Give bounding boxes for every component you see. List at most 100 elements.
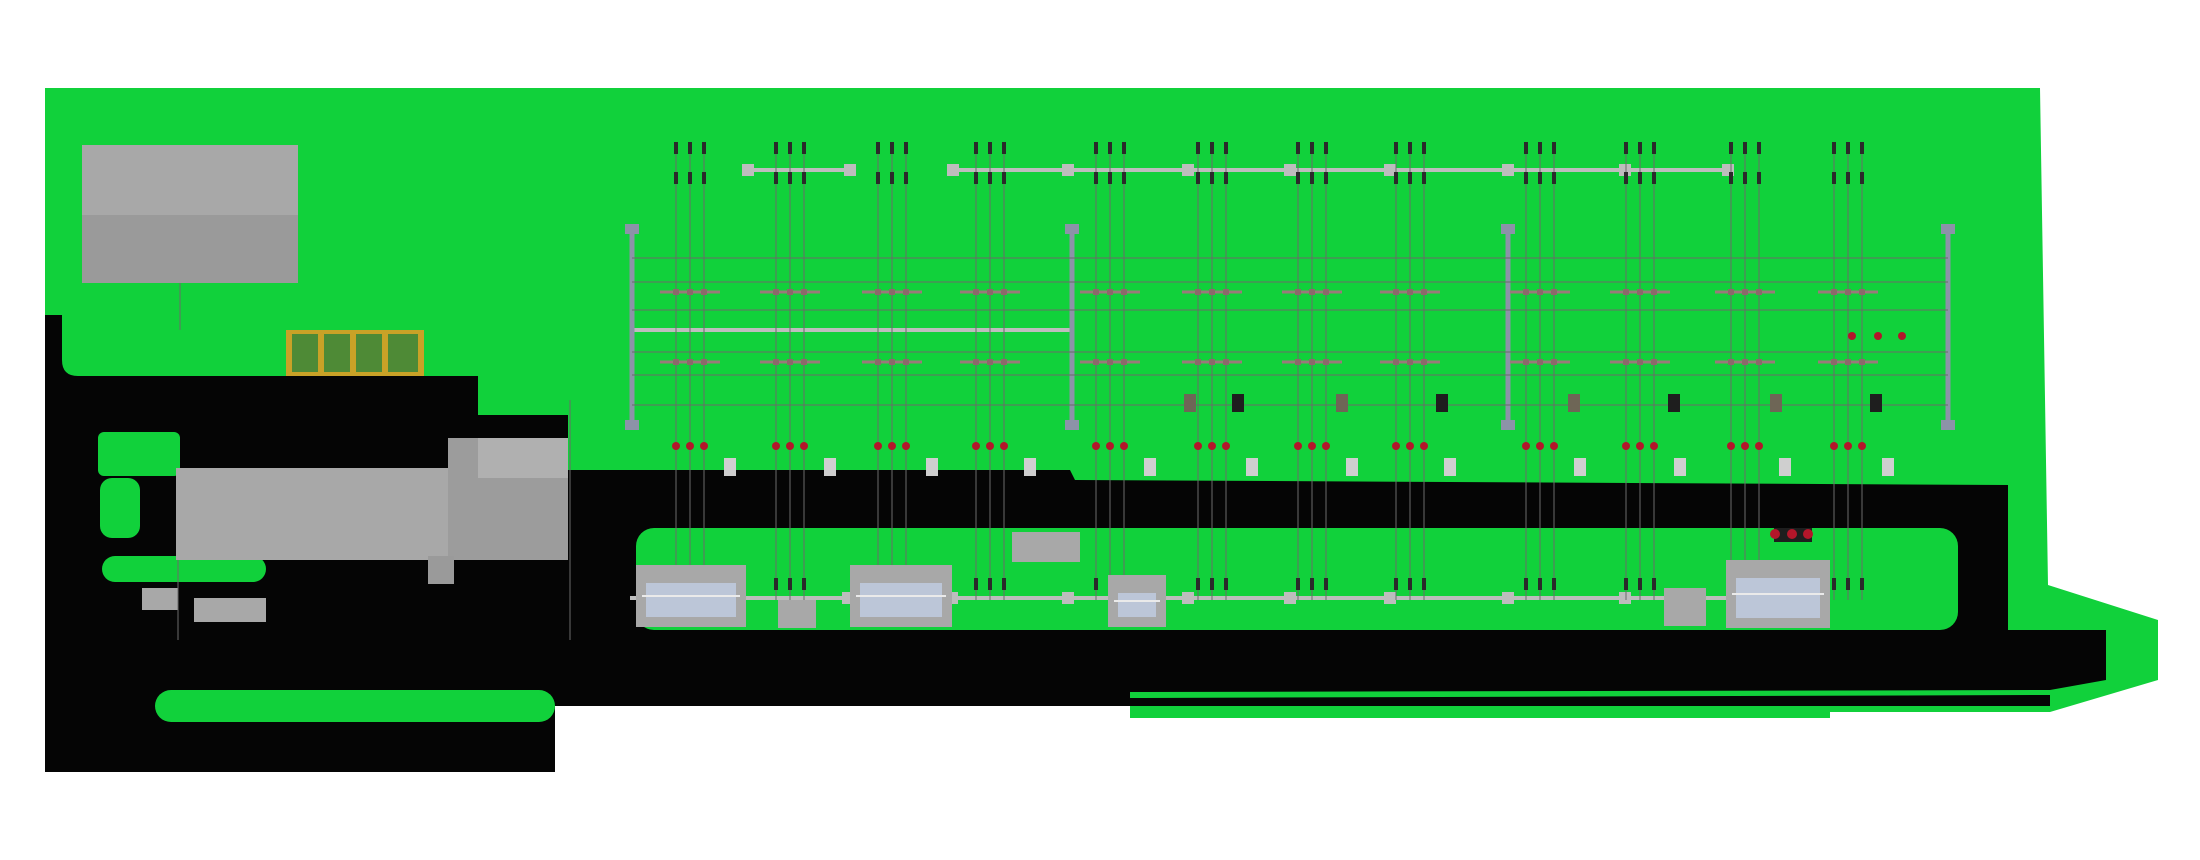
bay-0-switch-node-0-2 xyxy=(701,289,707,295)
bay-0-ins-1-1 xyxy=(688,172,692,184)
portal-cap-top-0 xyxy=(625,224,639,234)
bay-6-breaker-2 xyxy=(1322,442,1330,450)
bay-5-breaker-2 xyxy=(1222,442,1230,450)
upper-bus-post-5 xyxy=(1284,164,1296,176)
bay-4-switch-node-1-2 xyxy=(1121,359,1127,365)
bay-1-lower-ins-0 xyxy=(774,578,778,590)
bay-5-switch-node-1-1 xyxy=(1209,359,1215,365)
bay-1-ins-1-0 xyxy=(774,172,778,184)
bay-4-ins-1-2 xyxy=(1122,172,1126,184)
bay-8-ins-0-2 xyxy=(1552,142,1556,154)
kiosk-1 xyxy=(1232,394,1244,412)
bay-6-ins-1-1 xyxy=(1310,172,1314,184)
bay-10-ins-1-0 xyxy=(1729,172,1733,184)
bay-5-ins-1-1 xyxy=(1210,172,1214,184)
bay-7-breaker-1 xyxy=(1406,442,1414,450)
bay-11-ins-1-0 xyxy=(1832,172,1836,184)
bay-5-lower-ins-1 xyxy=(1210,578,1214,590)
bay-10-switch-node-1-2 xyxy=(1756,359,1762,365)
aux-breaker-0 xyxy=(1770,529,1780,539)
bay-2-ins-1-1 xyxy=(890,172,894,184)
kiosk-2 xyxy=(1336,394,1348,412)
bay-11-switch-node-0-2 xyxy=(1859,289,1865,295)
bay-10-switch-node-0-1 xyxy=(1742,289,1748,295)
bay-2-ins-1-0 xyxy=(876,172,880,184)
island-2 xyxy=(100,478,140,538)
bay-8-breaker-2 xyxy=(1550,442,1558,450)
bay-6-switch-node-0-0 xyxy=(1295,289,1301,295)
bay-9-breaker-0 xyxy=(1622,442,1630,450)
bay-9-ins-1-1 xyxy=(1638,172,1642,184)
bay-9-ins-0-0 xyxy=(1624,142,1628,154)
panel-3 xyxy=(356,334,382,372)
upper-bus-post-6 xyxy=(1384,164,1396,176)
bay-2-switch-node-0-1 xyxy=(889,289,895,295)
bay-9-switch-node-0-2 xyxy=(1651,289,1657,295)
bay-4-switch-node-1-1 xyxy=(1107,359,1113,365)
panel-4 xyxy=(388,334,418,372)
bay-8-ins-0-1 xyxy=(1538,142,1542,154)
bay-2-switch-node-1-2 xyxy=(903,359,909,365)
bay-1-ins-1-1 xyxy=(788,172,792,184)
bay-10-ins-0-2 xyxy=(1757,142,1761,154)
bay-8-ins-0-0 xyxy=(1524,142,1528,154)
bay-1-ins-1-2 xyxy=(802,172,806,184)
bay-1-switch-node-1-2 xyxy=(801,359,807,365)
bay-7-lower-ins-2 xyxy=(1422,578,1426,590)
building-control-house-lower xyxy=(82,215,298,283)
bay-5-ins-0-2 xyxy=(1224,142,1228,154)
bay-10-breaker-2 xyxy=(1755,442,1763,450)
bay-4-lower-ins-0 xyxy=(1094,578,1098,590)
bay-5-ins-1-2 xyxy=(1224,172,1228,184)
transformer-core-1 xyxy=(860,583,942,617)
aux-box-1 xyxy=(778,600,816,628)
island-4 xyxy=(155,690,555,722)
bay-4-ins-1-0 xyxy=(1094,172,1098,184)
bay-5-lower-ins-0 xyxy=(1196,578,1200,590)
bay-9-ins-1-2 xyxy=(1652,172,1656,184)
bay-3-breaker-0 xyxy=(972,442,980,450)
bay-0-ins-0-1 xyxy=(688,142,692,154)
bay-8-ins-1-1 xyxy=(1538,172,1542,184)
bay-5-breaker-0 xyxy=(1194,442,1202,450)
bay-11-ins-0-2 xyxy=(1860,142,1864,154)
bay-0-switch-node-0-1 xyxy=(687,289,693,295)
bay-8-switch-node-0-1 xyxy=(1537,289,1543,295)
bay-9-lower-ins-2 xyxy=(1652,578,1656,590)
bay-8-switch-node-0-0 xyxy=(1523,289,1529,295)
bay-4-switch-node-1-0 xyxy=(1093,359,1099,365)
portal-cap-top-1 xyxy=(1065,224,1079,234)
lower-bus-post-4 xyxy=(1284,592,1296,604)
portal-cap-bottom-0 xyxy=(625,420,639,430)
lower-bus-post-7 xyxy=(1619,592,1631,604)
bay-3-ins-0-2 xyxy=(1002,142,1006,154)
bay-5-lower-ins-2 xyxy=(1224,578,1228,590)
bay-11-switch-node-1-2 xyxy=(1859,359,1865,365)
bay-6-lower-ins-1 xyxy=(1310,578,1314,590)
bay-2-switch-node-1-0 xyxy=(875,359,881,365)
road-bottom-strip xyxy=(175,690,2050,706)
bay-0-ins-0-2 xyxy=(702,142,706,154)
bay-7-ins-1-1 xyxy=(1408,172,1412,184)
bay-6-switch-node-1-0 xyxy=(1295,359,1301,365)
portal-cap-top-3 xyxy=(1941,224,1955,234)
bay-6-switch-node-0-2 xyxy=(1323,289,1329,295)
bay-11-ins-1-1 xyxy=(1846,172,1850,184)
kiosk-4 xyxy=(1568,394,1580,412)
bay-2-switch-node-1-1 xyxy=(889,359,895,365)
bay-8-switch-node-1-1 xyxy=(1537,359,1543,365)
kiosk-6 xyxy=(1770,394,1782,412)
bay-7-switch-node-1-2 xyxy=(1421,359,1427,365)
bay-6-ins-1-2 xyxy=(1324,172,1328,184)
building-small-2 xyxy=(194,598,266,622)
bay-6-ins-1-0 xyxy=(1296,172,1300,184)
bay-1-breaker-1 xyxy=(786,442,794,450)
building-control-house xyxy=(82,145,298,215)
portal-cap-bottom-2 xyxy=(1501,420,1515,430)
bay-5-ins-1-0 xyxy=(1196,172,1200,184)
bay-1-ins-0-2 xyxy=(802,142,806,154)
bay-8-breaker-1 xyxy=(1536,442,1544,450)
bay-3-cabinet xyxy=(1024,458,1036,476)
bay-3-lower-ins-2 xyxy=(1002,578,1006,590)
bay-1-lower-ins-2 xyxy=(802,578,806,590)
